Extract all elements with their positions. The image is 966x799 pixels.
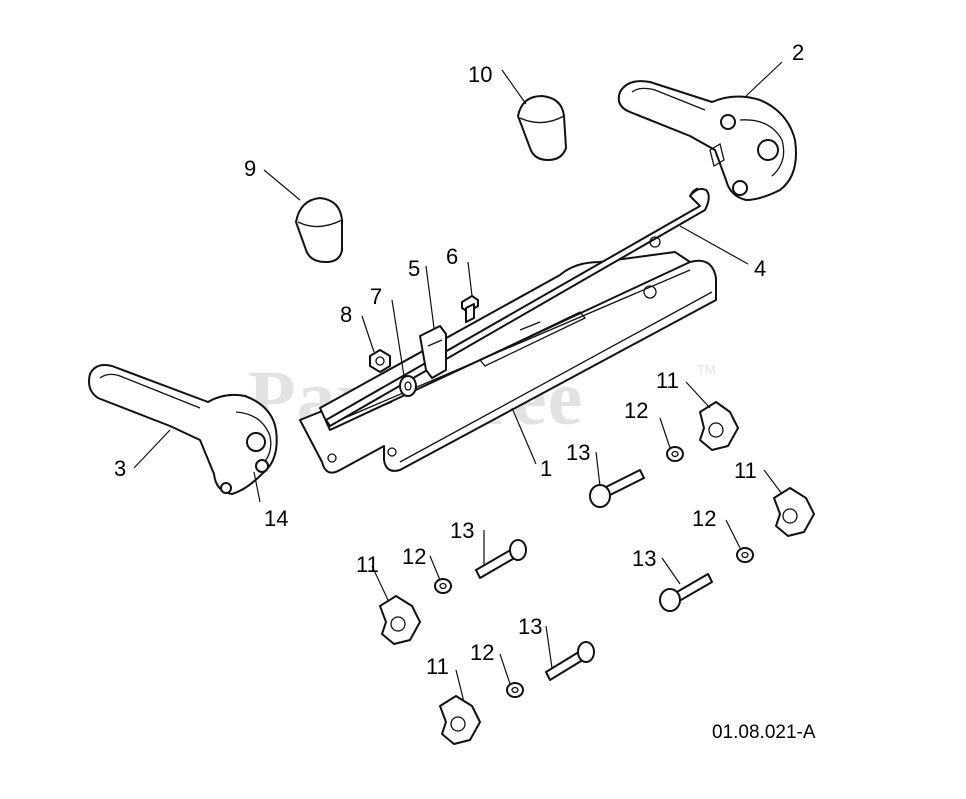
callout-12c: 12 [402,544,426,569]
knob-left-part[interactable] [295,197,343,263]
callout-5: 5 [408,256,420,281]
callout-8: 8 [340,302,352,327]
lock-washer-part-3[interactable] [434,578,452,594]
callout-12d: 12 [470,640,494,665]
carriage-bolt-part-4[interactable] [545,641,595,681]
callout-6: 6 [446,244,458,269]
lock-washer-part-1[interactable] [666,446,684,462]
callout-12a: 12 [624,398,648,423]
callout-1: 1 [540,456,552,481]
lock-washer-part-4[interactable] [506,682,524,698]
bolt-part[interactable] [461,295,479,323]
star-knob-part-1[interactable] [699,401,739,451]
washer-part[interactable] [399,375,417,397]
carriage-bolt-part-1[interactable] [589,469,645,508]
carriage-bolt-part-2[interactable] [475,539,527,579]
watermark-tm: TM [697,362,716,377]
callout-12b: 12 [692,506,716,531]
callout-7: 7 [370,284,382,309]
diagram-reference: 01.08.021-A [712,722,816,743]
callout-13d: 13 [518,614,542,639]
callout-13b: 13 [450,518,474,543]
left-handle-part[interactable] [88,364,278,495]
leader-lines [133,61,783,703]
nut-part[interactable] [369,349,391,373]
callouts: 1 2 3 4 5 6 7 8 9 10 11 11 11 11 12 12 1… [114,40,804,679]
callout-11c: 11 [356,552,379,577]
callout-11a: 11 [656,368,679,393]
callout-11b: 11 [734,458,757,483]
callout-9: 9 [244,156,256,181]
bracket-part[interactable] [419,325,447,379]
star-knob-part-3[interactable] [379,595,421,645]
callout-10: 10 [468,62,492,87]
callout-2: 2 [792,40,804,65]
rod-part[interactable] [325,187,710,427]
callout-3: 3 [114,456,126,481]
callout-4: 4 [754,256,766,281]
callout-14: 14 [264,506,288,531]
callout-13c: 13 [632,546,656,571]
star-knob-part-2[interactable] [773,487,815,537]
star-knob-part-4[interactable] [439,695,481,745]
lock-washer-part-2[interactable] [736,547,754,563]
right-handle-part[interactable] [617,80,797,201]
callout-13a: 13 [566,440,590,465]
callout-11d: 11 [426,654,449,679]
knob-right-part[interactable] [517,95,567,161]
carriage-bolt-part-3[interactable] [659,573,713,612]
